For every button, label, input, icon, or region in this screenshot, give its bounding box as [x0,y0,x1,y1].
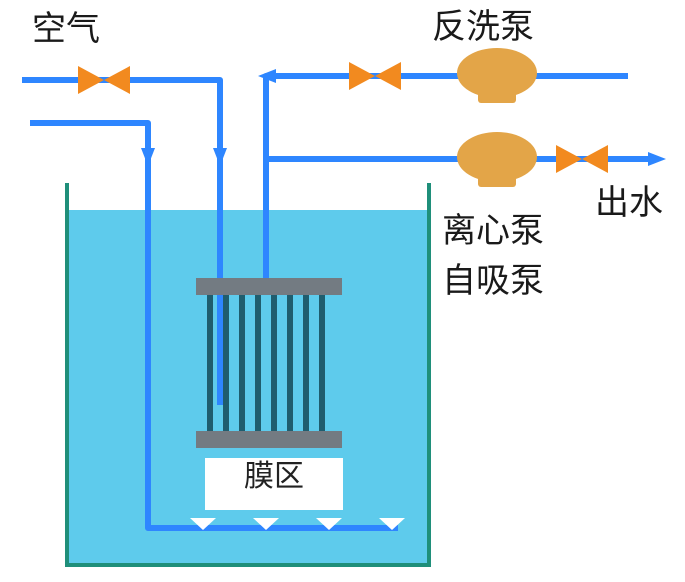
aerator-diffuser [316,518,342,530]
membrane-zone-box [205,458,343,510]
centrifugal-pump-label: 离心泵 [442,211,544,251]
air-arrow-down-right [213,148,227,166]
self-priming-pump-label: 自吸泵 [442,261,544,301]
outlet-valve-icon [556,145,608,173]
tank-wall [65,183,431,567]
membrane-bottom-plate [196,431,342,448]
aerator-diffuser [379,518,405,530]
water-outlet-label: 出水 [595,183,663,223]
tank-water [67,210,429,563]
membrane-tube [271,295,277,431]
membrane-top-plate [196,278,342,295]
membrane-tube [303,295,309,431]
outlet-arrow-right [648,152,666,166]
membrane-tube [287,295,293,431]
membrane-zone-label: 膜区 [244,459,304,494]
backwash-valve-icon [349,62,401,90]
aeration-pipe [30,120,398,531]
membrane-tube [223,295,229,431]
air-label: 空气 [32,9,100,49]
air-arrow-down-left [141,148,155,166]
membrane-tube [319,295,325,431]
backwash-pump-label: 反洗泵 [432,7,534,47]
membrane-tube [255,295,261,431]
aerator-diffuser [253,518,279,530]
membrane-tube [239,295,245,431]
membrane-tube [207,295,213,431]
backwash-arrow-left [258,69,276,83]
backwash-pump-icon [457,48,537,103]
membrane-tubes [207,295,325,431]
centrifugal-pump-icon [457,132,537,187]
aerator-diffuser [190,518,216,530]
air-valve-icon [78,66,130,94]
